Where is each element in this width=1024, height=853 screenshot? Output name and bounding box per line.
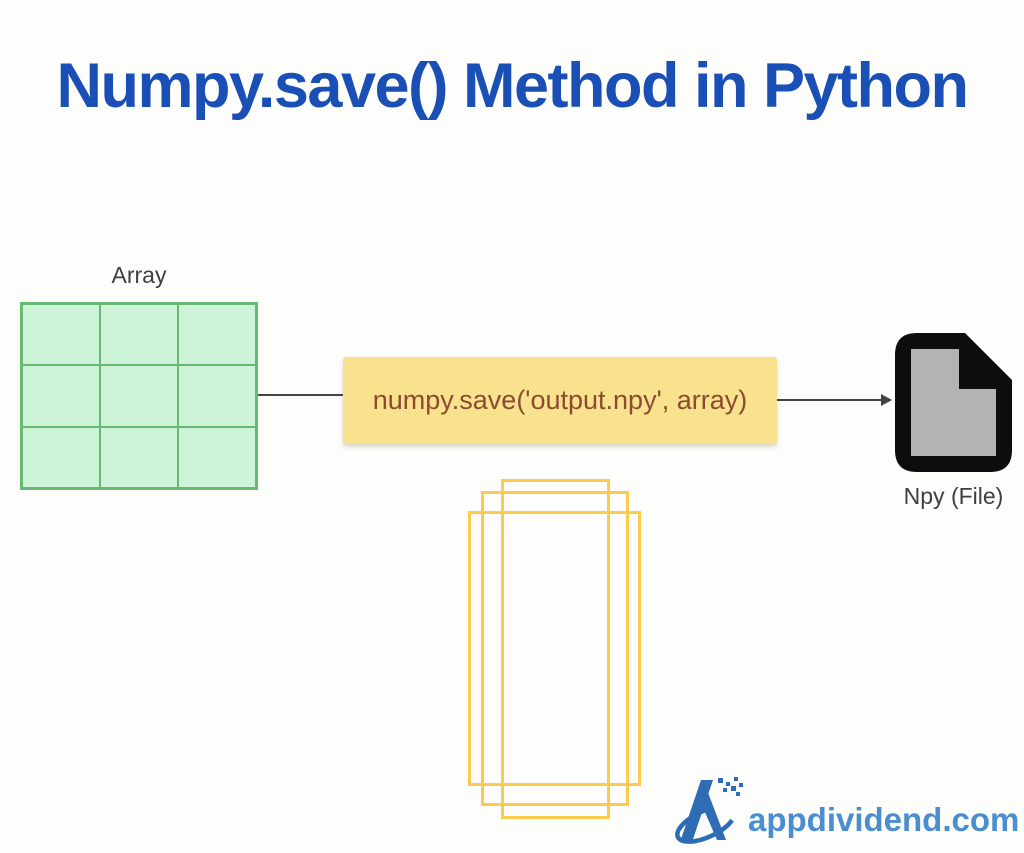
decorative-frame-inner: [501, 479, 610, 819]
array-cell: [22, 304, 100, 366]
arrowhead-icon: [881, 394, 892, 406]
decorative-frame-outer: [468, 511, 641, 786]
array-cell: [178, 304, 256, 366]
file-label: Npy (File): [903, 483, 1004, 509]
array-cell: [22, 426, 100, 488]
array-cell: [100, 426, 178, 488]
decorative-frame-middle: [481, 491, 629, 806]
array-cell: [100, 304, 178, 366]
array-cell: [178, 365, 256, 427]
array-cell: [178, 426, 256, 488]
array-to-code-line: [258, 394, 343, 396]
npy-file-icon: [895, 333, 1012, 472]
array-grid: [20, 302, 258, 490]
array-label: Array: [111, 262, 167, 288]
array-cell: [22, 365, 100, 427]
appdividend-logo-icon: [675, 777, 743, 844]
code-text: numpy.save('output.npy', array): [372, 385, 748, 415]
appdividend-logo-text: appdividend.com: [748, 801, 1020, 838]
code-box: numpy.save('output.npy', array): [343, 357, 777, 444]
array-cell: [100, 365, 178, 427]
page-title: Numpy.save() Method in Python: [56, 51, 969, 121]
code-to-file-arrow: [777, 399, 883, 401]
